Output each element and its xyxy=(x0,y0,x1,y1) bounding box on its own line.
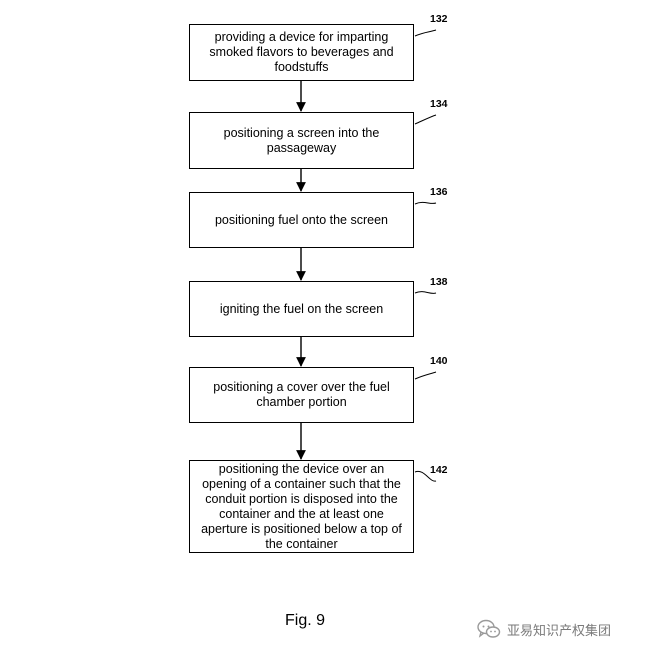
reference-leader-line xyxy=(414,201,437,205)
reference-leader-line xyxy=(414,114,437,125)
step-box-138: igniting the fuel on the screen xyxy=(189,281,414,337)
step-box-132: providing a device for imparting smoked … xyxy=(189,24,414,81)
step-text-134: positioning a screen into the passageway xyxy=(223,125,380,155)
step-box-136: positioning fuel onto the screen xyxy=(189,192,414,248)
step-box-134: positioning a screen into the passageway xyxy=(189,112,414,169)
ref-label-142: 142 xyxy=(430,464,448,476)
ref-label-132: 132 xyxy=(430,13,448,25)
figure-caption: Fig. 9 xyxy=(284,612,325,629)
step-text-142: positioning the device over an opening o… xyxy=(201,461,402,551)
step-box-140: positioning a cover over the fuel chambe… xyxy=(189,367,414,423)
reference-leader-line xyxy=(414,470,437,482)
step-text-140: positioning a cover over the fuel chambe… xyxy=(213,380,390,409)
reference-leader-line xyxy=(414,371,437,380)
reference-leader-line xyxy=(414,291,437,294)
step-text-136: positioning fuel onto the screen xyxy=(214,212,389,227)
step-text-132: providing a device for imparting smoked … xyxy=(209,30,394,74)
ref-label-140: 140 xyxy=(430,355,448,367)
wechat-icon xyxy=(477,619,501,638)
watermark: 亚易知识产权集团 xyxy=(477,619,611,639)
ref-label-138: 138 xyxy=(430,276,448,288)
watermark-text: 亚易知识产权集团 xyxy=(507,623,612,639)
step-box-142: positioning the device over an opening o… xyxy=(189,460,414,553)
reference-leader-line xyxy=(414,29,437,37)
step-text-138: igniting the fuel on the screen xyxy=(219,301,384,316)
ref-label-136: 136 xyxy=(430,186,448,198)
ref-label-134: 134 xyxy=(430,98,448,110)
